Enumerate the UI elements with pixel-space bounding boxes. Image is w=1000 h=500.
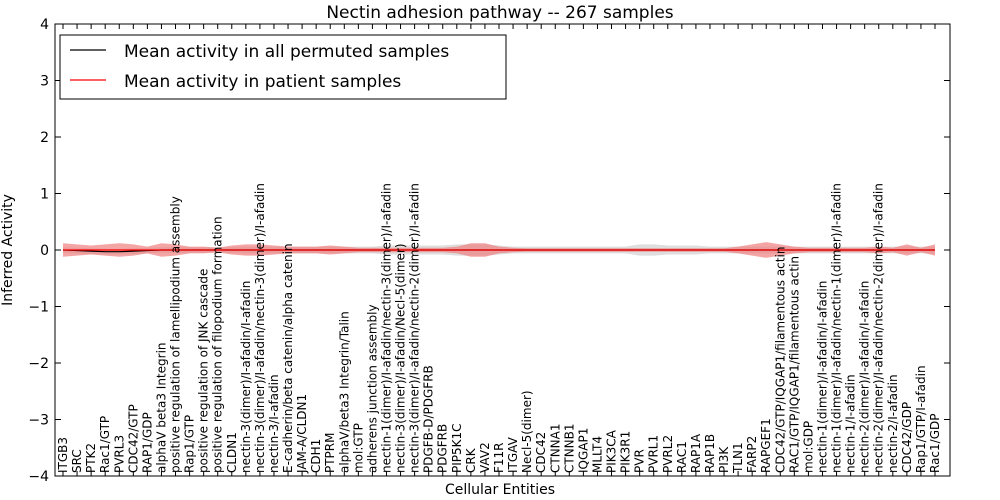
category-label: PIK3R1 — [619, 431, 633, 473]
category-label: Rac1/GTP — [98, 416, 112, 473]
category-label: nectin-1(dimer)/I-afadin/nectin-3(dimer)… — [379, 183, 393, 473]
category-label: nectin-1(dimer)/I-afadin/nectin-1(dimer)… — [830, 183, 844, 473]
category-label: E-cadherin/beta catenin/alpha catenin — [281, 243, 295, 473]
category-label: nectin-3(dimer)/I-afadin/nectin-2(dimer)… — [408, 183, 422, 473]
category-label: Rap1/GTP/I-afadin — [914, 365, 928, 473]
x-axis-label: Cellular Entities — [445, 482, 555, 498]
category-label: PVRL3 — [112, 435, 126, 473]
y-tick-label: 0 — [40, 243, 49, 259]
category-label: positive regulation of lamellipodium ass… — [169, 196, 183, 473]
category-label: RAP1B — [703, 434, 717, 473]
category-label: PIP5K1C — [450, 423, 464, 473]
category-label: ITGB3 — [56, 437, 70, 473]
category-label: nectin-2(dimer)/I-afadin/nectin-2(dimer)… — [872, 183, 886, 473]
category-label: VAV2 — [478, 442, 492, 473]
category-label: nectin-3(dimer)/I-afadin/nectin-3(dimer)… — [253, 183, 267, 473]
category-label: Rap1/GTP — [183, 415, 197, 473]
category-label: CDH1 — [309, 439, 323, 473]
category-label: PDGFB-D/PDGFRB — [422, 365, 436, 473]
category-label: RAC1 — [675, 441, 689, 473]
category-label: mol:GDP — [801, 421, 815, 473]
category-label: adherens junction assembly — [365, 304, 379, 473]
category-label: CDC42/GDP — [900, 402, 914, 473]
category-label: PI3K — [717, 446, 731, 473]
category-label: PIK3CA — [605, 429, 619, 473]
category-label: Necl-5(dimer) — [520, 390, 534, 473]
category-label: mol:GTP — [351, 423, 365, 473]
category-label: alphaV/beta3 Integrin/Talin — [337, 311, 351, 473]
chart-title: Nectin adhesion pathway -- 267 samples — [326, 3, 673, 23]
category-label: IQGAP1 — [576, 428, 590, 473]
category-label: PDGFRB — [436, 424, 450, 473]
category-label: Rac1/GDP — [928, 414, 942, 473]
legend-label-patient: Mean activity in patient samples — [124, 72, 401, 92]
category-label: JAM-A/CLDN1 — [295, 394, 309, 474]
y-tick-label: 2 — [40, 130, 49, 146]
category-label: CTNNB1 — [562, 423, 576, 473]
category-label: CTNNA1 — [548, 423, 562, 473]
category-label: CDC42 — [534, 432, 548, 473]
y-tick-label: 4 — [40, 17, 49, 33]
y-axis: 4 3 2 1 0 −1 −2 −3 −4 — [28, 17, 950, 485]
category-label: nectin-3(dimer)/I-afadin/Necl-5(dimer) — [394, 243, 408, 473]
category-label: ITGAV — [506, 436, 520, 473]
category-label: alphaV beta3 Integrin — [154, 342, 168, 473]
category-label: FARP2 — [745, 436, 759, 473]
category-label: positive regulation of JNK cascade — [197, 269, 211, 473]
category-label: SRC — [70, 449, 84, 473]
category-label: CLDN1 — [225, 432, 239, 473]
category-label: positive regulation of filopodium format… — [211, 216, 225, 473]
category-label: CDC42/GTP/IQGAP1/filamentous actin — [773, 247, 787, 473]
category-label: PTPRM — [323, 433, 337, 474]
y-tick-label: 1 — [40, 187, 49, 203]
y-tick-label: 3 — [40, 74, 49, 90]
category-label: PVRL2 — [661, 435, 675, 473]
category-label: nectin-2/I-afadin — [886, 374, 900, 473]
category-label: TLN1 — [731, 442, 745, 474]
category-label: RAPGEF1 — [759, 418, 773, 473]
y-tick-label: −3 — [28, 413, 49, 429]
category-label: PVRL1 — [647, 435, 661, 473]
category-label: nectin-1(dimer)/I-afadin/I-afadin — [815, 281, 829, 473]
category-label: RAP1/GDP — [140, 412, 154, 473]
category-label: RAC1/GTP/IQGAP1/filamentous actin — [787, 256, 801, 473]
y-tick-label: −1 — [28, 300, 49, 316]
y-tick-label: −4 — [28, 469, 49, 485]
category-label: F11R — [492, 442, 506, 473]
category-label: CDC42/GTP — [126, 404, 140, 473]
legend-box — [59, 34, 507, 100]
category-label: MLLT4 — [590, 436, 604, 473]
category-label: nectin-3/I-afadin — [267, 374, 281, 473]
category-label: PTK2 — [84, 443, 98, 473]
category-label: nectin-1/I-afadin — [844, 374, 858, 473]
category-label: nectin-2(dimer)/I-afadin/I-afadin — [858, 281, 872, 473]
legend: Mean activity in all permuted samples Me… — [59, 34, 507, 100]
x-axis — [62, 24, 936, 476]
legend-label-permuted: Mean activity in all permuted samples — [124, 42, 449, 62]
category-label: nectin-3(dimer)/I-afadin/I-afadin — [239, 281, 253, 473]
y-axis-label: Inferred Activity — [0, 194, 16, 306]
category-label: PVR — [633, 449, 647, 473]
series-lines — [62, 249, 935, 253]
category-label: CRK — [464, 447, 478, 473]
y-tick-label: −2 — [28, 356, 49, 372]
category-label: RAP1A — [689, 433, 703, 473]
